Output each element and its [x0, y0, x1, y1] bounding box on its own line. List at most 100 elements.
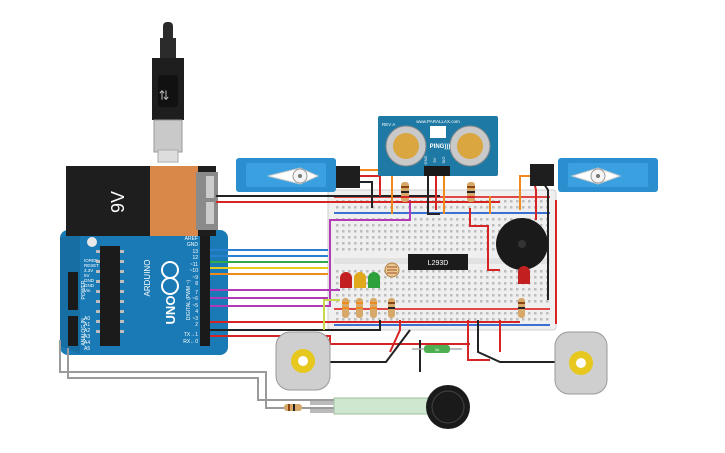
breadboard-hole [516, 312, 519, 315]
breadboard-hole [504, 276, 507, 279]
breadboard-hole [492, 276, 495, 279]
breadboard-hole [366, 230, 369, 233]
breadboard-hole [540, 282, 543, 285]
breadboard-hole [372, 294, 375, 297]
breadboard-hole [426, 282, 429, 285]
arduino-uno-board[interactable]: ARDUINO UNO DIGITAL (PWM ~) POWER ANALOG… [60, 230, 228, 355]
breadboard-hole [510, 218, 513, 221]
breadboard-hole [342, 294, 345, 297]
breadboard-hole [492, 300, 495, 303]
dc-motor-left[interactable] [275, 331, 331, 391]
pin-label: ~9 [192, 275, 198, 281]
breadboard-hole [396, 276, 399, 279]
force-sensor[interactable] [310, 385, 470, 429]
breadboard-hole [534, 288, 537, 291]
breadboard-hole [540, 224, 543, 227]
breadboard-hole [480, 248, 483, 251]
breadboard-hole [384, 318, 387, 321]
breadboard-hole [402, 300, 405, 303]
breadboard-hole [432, 282, 435, 285]
breadboard-hole [384, 224, 387, 227]
breadboard-hole [468, 206, 471, 209]
breadboard-hole [366, 312, 369, 315]
pin-label: 4 [195, 309, 198, 315]
breadboard-hole [396, 242, 399, 245]
analog-header-label: ANALOG IN [81, 318, 87, 346]
breadboard-hole [522, 288, 525, 291]
servo-right[interactable] [530, 158, 658, 192]
breadboard-hole [336, 318, 339, 321]
breadboard-hole [480, 276, 483, 279]
breadboard-hole [408, 236, 411, 239]
breadboard-hole [414, 300, 417, 303]
breadboard-hole [372, 206, 375, 209]
breadboard-hole [486, 300, 489, 303]
servo-left[interactable] [236, 158, 360, 192]
breadboard-hole [402, 270, 405, 273]
breadboard-hole [468, 242, 471, 245]
breadboard-hole [366, 248, 369, 251]
breadboard-hole [468, 300, 471, 303]
breadboard-hole [450, 294, 453, 297]
breadboard-hole [354, 224, 357, 227]
breadboard-hole [516, 276, 519, 279]
breadboard-hole [498, 206, 501, 209]
breadboard-hole [510, 206, 513, 209]
breadboard-hole [378, 230, 381, 233]
led-red-single [518, 266, 530, 284]
breadboard-hole [450, 242, 453, 245]
breadboard-hole [444, 282, 447, 285]
led-yellow [354, 272, 366, 288]
breadboard-hole [480, 282, 483, 285]
breadboard-hole [456, 318, 459, 321]
breadboard-hole [336, 224, 339, 227]
breadboard-hole [432, 206, 435, 209]
breadboard-hole [366, 300, 369, 303]
resistor [401, 182, 409, 202]
breadboard-hole [348, 312, 351, 315]
ultrasonic-sensor[interactable]: www.PARALLAX.com PING))) REV A GND 5V SI… [378, 116, 498, 176]
resistor-loose: 1k [412, 345, 462, 353]
breadboard-hole [432, 276, 435, 279]
breadboard-hole [540, 294, 543, 297]
breadboard-hole [516, 288, 519, 291]
pin-label: RX←0 [183, 339, 198, 345]
breadboard-hole [474, 248, 477, 251]
breadboard-hole [468, 282, 471, 285]
breadboard-hole [408, 312, 411, 315]
breadboard-hole [510, 270, 513, 273]
breadboard-hole [492, 236, 495, 239]
breadboard-hole [492, 242, 495, 245]
breadboard-hole [444, 270, 447, 273]
breadboard-hole [510, 288, 513, 291]
breadboard-hole [336, 312, 339, 315]
motor-driver-chip: L293D [408, 254, 468, 270]
breadboard-hole [348, 318, 351, 321]
breadboard-hole [408, 224, 411, 227]
breadboard-hole [504, 288, 507, 291]
sensor-brand-label: www.PARALLAX.com [416, 119, 460, 124]
breadboard-hole [504, 300, 507, 303]
breadboard-hole [408, 318, 411, 321]
dc-motor-right[interactable] [554, 331, 608, 395]
breadboard-hole [504, 270, 507, 273]
breadboard-hole [498, 288, 501, 291]
breadboard-hole [420, 288, 423, 291]
breadboard-hole [480, 288, 483, 291]
breadboard-hole [396, 318, 399, 321]
breadboard-hole [510, 312, 513, 315]
breadboard-hole [504, 218, 507, 221]
breadboard-hole [450, 224, 453, 227]
breadboard-hole [444, 276, 447, 279]
pin-label: A5 [84, 346, 90, 352]
battery-9v[interactable]: 9V [66, 166, 218, 236]
breadboard-hole [432, 270, 435, 273]
breadboard-hole [378, 242, 381, 245]
breadboard-hole [468, 294, 471, 297]
breadboard-hole [504, 282, 507, 285]
breadboard-hole [456, 282, 459, 285]
breadboard-hole [516, 200, 519, 203]
breadboard-hole [528, 300, 531, 303]
chip-label: L293D [428, 260, 449, 267]
